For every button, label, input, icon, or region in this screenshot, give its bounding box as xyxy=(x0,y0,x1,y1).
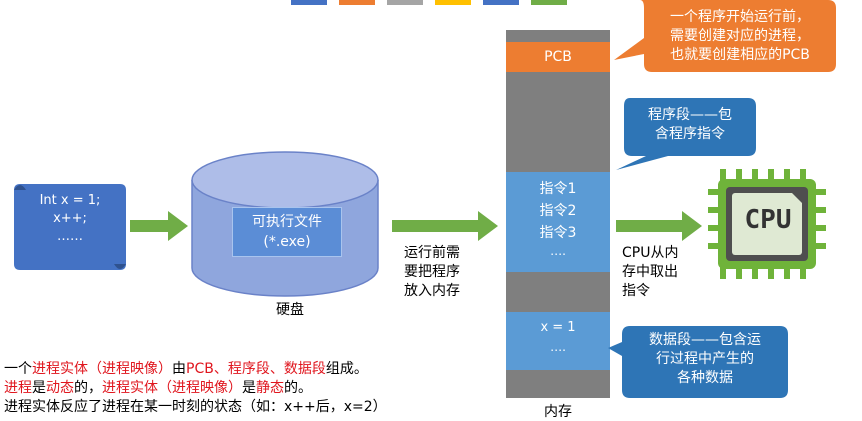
executable-file-ext: (*.exe) xyxy=(263,234,311,250)
load-label-line-3: 放入内存 xyxy=(404,283,460,299)
data-callout: 数据段——包含运 行过程中产生的 各种数据 xyxy=(624,331,786,388)
note-2-f: 是 xyxy=(242,380,256,396)
note-2-b: 是 xyxy=(32,380,46,396)
note-1-b: 进程实体（进程映像） xyxy=(32,361,172,377)
cpu-fetch-line-2: 存中取出 xyxy=(622,264,678,280)
data-callout-line-2: 行过程中产生的 xyxy=(656,351,754,367)
memory-pcb-block: PCB xyxy=(506,42,610,72)
cpu-label: CPU xyxy=(744,205,792,235)
note-1-a: 一个 xyxy=(4,361,32,377)
arrow-memory-to-cpu xyxy=(616,211,702,241)
code-scroll-shape xyxy=(14,184,126,270)
cpu-icon xyxy=(708,169,826,279)
executable-file-name: 可执行文件 xyxy=(252,214,322,230)
load-label-line-2: 要把程序 xyxy=(404,264,460,280)
data-more: …. xyxy=(550,340,566,354)
code-line-3: …… xyxy=(57,229,83,244)
note-2-g: 静态 xyxy=(256,380,284,396)
top-strip-gray xyxy=(387,0,423,5)
top-strip-green xyxy=(531,0,567,5)
instruction-2: 指令2 xyxy=(539,203,577,219)
pcb-callout-line-1: 一个程序开始运行前， xyxy=(670,9,810,25)
code-line-1: Int x = 1; xyxy=(39,193,101,208)
memory-program-segment: 指令1 指令2 指令3 …. xyxy=(506,172,610,272)
pcb-callout-line-3: 也就要创建相应的PCB xyxy=(670,47,810,63)
program-callout-shape xyxy=(616,98,756,170)
cpu-fetch-label: CPU从内 存中取出 指令 xyxy=(622,244,678,301)
pcb-callout-line-2: 需要创建对应的进程， xyxy=(670,28,810,44)
memory-label: 内存 xyxy=(544,404,572,420)
top-strip-blue xyxy=(291,0,327,5)
load-label-line-1: 运行前需 xyxy=(404,245,460,261)
note-line-1: 一个进程实体（进程映像）由PCB、程序段、数据段组成。 xyxy=(4,360,387,379)
instruction-3: 指令3 xyxy=(539,225,577,241)
load-into-memory-label: 运行前需 要把程序 放入内存 xyxy=(404,244,460,301)
pcb-callout-shape xyxy=(614,0,836,72)
disk-label: 硬盘 xyxy=(276,302,304,318)
program-callout-line-1: 程序段——包 xyxy=(648,107,732,123)
arrow-code-to-disk xyxy=(130,211,188,241)
code-line-2: x++; xyxy=(53,211,87,226)
note-1-e: 组成。 xyxy=(325,361,368,377)
note-1-c: 由 xyxy=(172,361,186,377)
instruction-1: 指令1 xyxy=(539,181,577,197)
executable-file-box: 可执行文件 (*.exe) xyxy=(232,207,342,257)
note-2-c: 动态 xyxy=(46,380,74,396)
data-callout-line-1: 数据段——包含运 xyxy=(649,332,761,348)
code-scroll: Int x = 1; x++; …… xyxy=(22,192,118,246)
memory-data-segment: x = 1 …. xyxy=(506,312,610,370)
note-line-2: 进程是动态的，进程实体（进程映像）是静态的。 xyxy=(4,379,387,398)
data-callout-shape xyxy=(608,326,788,398)
program-callout: 程序段——包 含程序指令 xyxy=(626,106,754,144)
note-2-a: 进程 xyxy=(4,380,32,396)
notes-block: 一个进程实体（进程映像）由PCB、程序段、数据段组成。 进程是动态的，进程实体（… xyxy=(4,360,387,417)
top-strip-yellow xyxy=(435,0,471,5)
data-value-1: x = 1 xyxy=(540,320,576,335)
cpu-fetch-line-3: 指令 xyxy=(622,283,650,299)
pcb-callout: 一个程序开始运行前， 需要创建对应的进程， 也就要创建相应的PCB xyxy=(648,8,832,65)
data-callout-line-3: 各种数据 xyxy=(677,370,733,386)
program-callout-line-2: 含程序指令 xyxy=(655,126,725,142)
note-2-e: 进程实体（进程映像） xyxy=(102,380,242,396)
instruction-more: …. xyxy=(550,244,566,258)
cpu-fetch-line-1: CPU从内 xyxy=(622,245,679,261)
arrow-disk-to-memory xyxy=(392,211,498,241)
note-line-3: 进程实体反应了进程在某一时刻的状态（如：x++后，x=2） xyxy=(4,399,387,415)
top-strip-blue2 xyxy=(483,0,519,5)
note-2-d: 的， xyxy=(74,380,102,396)
top-strip-orange xyxy=(339,0,375,5)
note-2-h: 的。 xyxy=(284,380,312,396)
note-1-d: PCB、程序段、数据段 xyxy=(186,361,326,377)
